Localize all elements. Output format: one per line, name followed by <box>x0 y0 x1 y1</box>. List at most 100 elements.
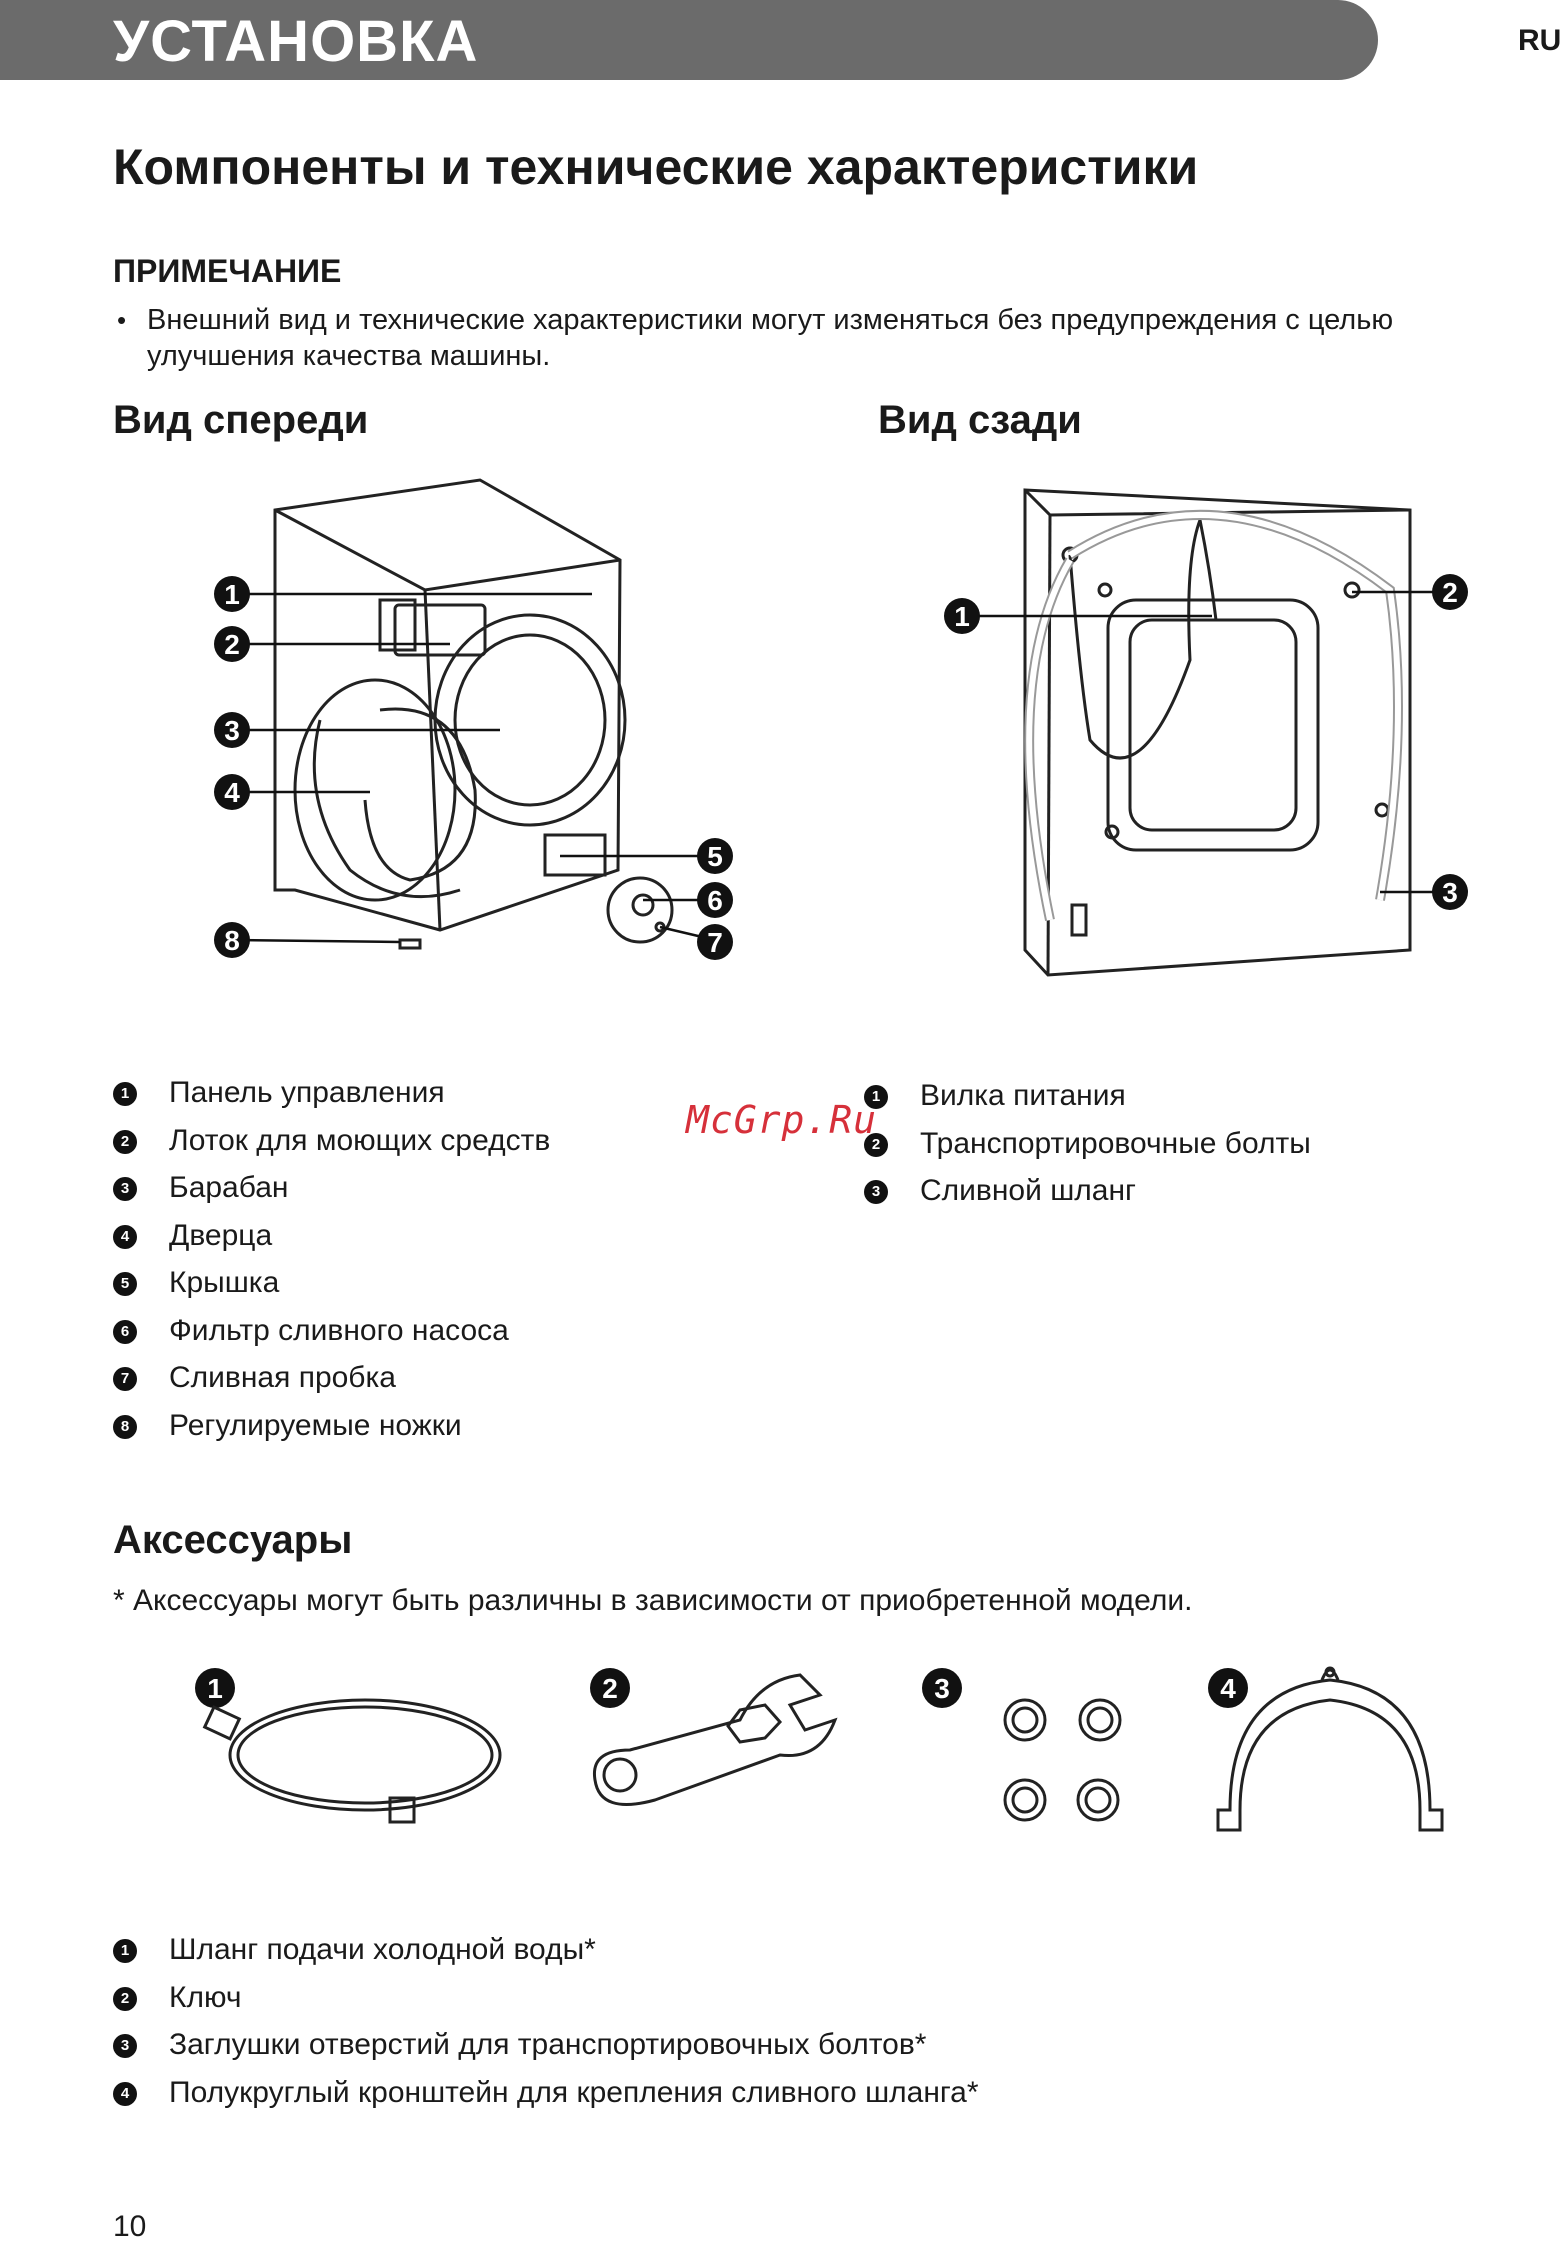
callout-label: 1 <box>954 601 970 632</box>
callout-label: 4 <box>224 777 240 808</box>
callout-label: 2 <box>1442 577 1458 608</box>
callout-4: 4 <box>1208 1668 1248 1708</box>
callout-1: 1 <box>214 576 250 612</box>
note-title: ПРИМЕЧАНИЕ <box>113 253 342 289</box>
accessories-note: * Аксессуары могут быть различны в завис… <box>113 1584 1193 1617</box>
wrench-drawing <box>592 1673 838 1806</box>
callout-label: 1 <box>207 1673 223 1704</box>
callout-label: 3 <box>1442 877 1458 908</box>
item-number: 2 <box>113 1129 137 1154</box>
watermark: McGrp.Ru <box>686 1098 878 1142</box>
item-label: Барабан <box>169 1171 289 1204</box>
accessory-callouts: 1 2 3 4 <box>195 1668 1248 1708</box>
rear-view-heading: Вид сзади <box>878 398 1082 442</box>
washer-rear-drawing <box>1023 488 1412 977</box>
list-item: 1 Панель управления <box>113 1075 753 1123</box>
item-number: 4 <box>113 2081 137 2106</box>
callout-2: 2 <box>590 1668 630 1708</box>
accessories-heading: Аксессуары <box>113 1518 353 1562</box>
note-body: Внешний вид и технические характеристики… <box>147 304 1394 372</box>
list-item: 3 Заглушки отверстий для транспортировочн… <box>113 2027 1213 2075</box>
list-item: 5 Крышка <box>113 1265 753 1313</box>
callout-2: 2 <box>1432 574 1468 610</box>
item-label: Фильтр сливного насоса <box>169 1313 509 1347</box>
header-bar <box>0 0 1378 80</box>
bolt-caps-drawing <box>1003 1698 1122 1822</box>
hose-bracket-drawing <box>1216 1666 1444 1832</box>
callout-label: 8 <box>224 925 240 956</box>
list-item: 2 Ключ <box>113 1980 1213 2028</box>
callout-3: 3 <box>922 1668 962 1708</box>
page-title: Компоненты и технические характеристики <box>113 139 1199 195</box>
callout-label: 2 <box>602 1673 618 1704</box>
callout-label: 7 <box>707 927 723 958</box>
bullet: • <box>117 305 127 335</box>
callout-label: 5 <box>707 841 723 872</box>
item-number: 7 <box>113 1367 137 1391</box>
callout-4: 4 <box>214 774 250 810</box>
callout-1: 1 <box>944 598 980 634</box>
list-item: 4 Полукруглый кронштейн для крепления сли… <box>113 2075 1213 2123</box>
item-number: 3 <box>113 2034 137 2058</box>
list-item: 1 Шланг подачи холодной воды* <box>113 1932 1213 1980</box>
callout-8: 8 <box>214 922 250 958</box>
callout-3: 3 <box>214 712 250 748</box>
callout-5: 5 <box>697 838 733 874</box>
callout-label: 4 <box>1220 1673 1236 1704</box>
callout-3: 3 <box>1432 874 1468 910</box>
water-hose-drawing <box>202 1698 502 1824</box>
item-label: Шланг подачи холодной воды* <box>169 1933 596 1966</box>
callout-1: 1 <box>195 1668 235 1708</box>
section-title: УСТАНОВКА <box>113 9 479 74</box>
front-parts-list: 1 Панель управления 2 Лоток для моющих сре… <box>113 1075 753 1455</box>
list-item: 1 Вилка питания <box>864 1078 1464 1126</box>
callout-2: 2 <box>214 626 250 662</box>
list-item: 2 Лоток для моющих средств <box>113 1123 753 1171</box>
callout-label: 1 <box>224 579 240 610</box>
item-label: Вилка питания <box>920 1079 1126 1112</box>
callout-7: 7 <box>697 924 733 960</box>
front-view-diagram: 1 2 3 4 5 6 7 8 <box>214 478 733 960</box>
accessories-list: 1 Шланг подачи холодной воды* 2 Ключ 3 Загл… <box>113 1932 1213 2122</box>
item-label: Сливной шланг <box>920 1174 1136 1207</box>
rear-parts-list: 1 Вилка питания 2 Транспортировочные болты… <box>864 1078 1464 1221</box>
item-number: 6 <box>113 1319 137 1344</box>
callout-leader-lines <box>231 592 716 944</box>
item-number: 5 <box>113 1272 137 1296</box>
list-item: 8 Регулируемые ножки <box>113 1408 753 1456</box>
item-number: 3 <box>864 1180 888 1204</box>
item-label: Транспортировочные болты <box>920 1126 1311 1160</box>
item-label: Панель управления <box>169 1076 445 1109</box>
item-label: Полукруглый кронштейн для крепления слив… <box>169 2075 979 2109</box>
item-number: 1 <box>113 1939 137 1963</box>
item-label: Лоток для моющих средств <box>169 1123 551 1157</box>
item-number: 1 <box>864 1085 888 1109</box>
item-label: Сливная пробка <box>169 1361 396 1394</box>
list-item: 3 Барабан <box>113 1170 753 1218</box>
item-number: 3 <box>113 1177 137 1201</box>
item-number: 1 <box>113 1082 137 1106</box>
front-view-heading: Вид спереди <box>113 398 369 442</box>
callout-label: 6 <box>707 885 723 916</box>
list-item: 6 Фильтр сливного насоса <box>113 1313 753 1361</box>
item-label: Крышка <box>169 1266 280 1299</box>
list-item: 2 Транспортировочные болты <box>864 1126 1464 1174</box>
rear-view-diagram: 1 2 3 <box>944 488 1468 977</box>
list-item: 7 Сливная пробка <box>113 1360 753 1408</box>
callout-6: 6 <box>697 882 733 918</box>
washer-front-drawing <box>273 478 674 950</box>
item-label: Ключ <box>169 1980 242 2014</box>
callout-label: 3 <box>934 1673 950 1704</box>
front-callouts: 1 2 3 4 5 6 7 8 <box>214 576 733 960</box>
rear-callouts: 1 2 3 <box>944 574 1468 910</box>
item-number: 2 <box>113 1986 137 2011</box>
list-item: 3 Сливной шланг <box>864 1173 1464 1221</box>
accessories-diagram: 1 2 3 4 <box>195 1666 1444 1832</box>
item-label: Заглушки отверстий для транспортировочны… <box>169 2028 927 2061</box>
callout-label: 3 <box>224 715 240 746</box>
item-label: Дверца <box>169 1218 273 1252</box>
item-label: Регулируемые ножки <box>169 1408 462 1442</box>
item-number: 8 <box>113 1414 137 1439</box>
item-number: 2 <box>864 1132 888 1157</box>
